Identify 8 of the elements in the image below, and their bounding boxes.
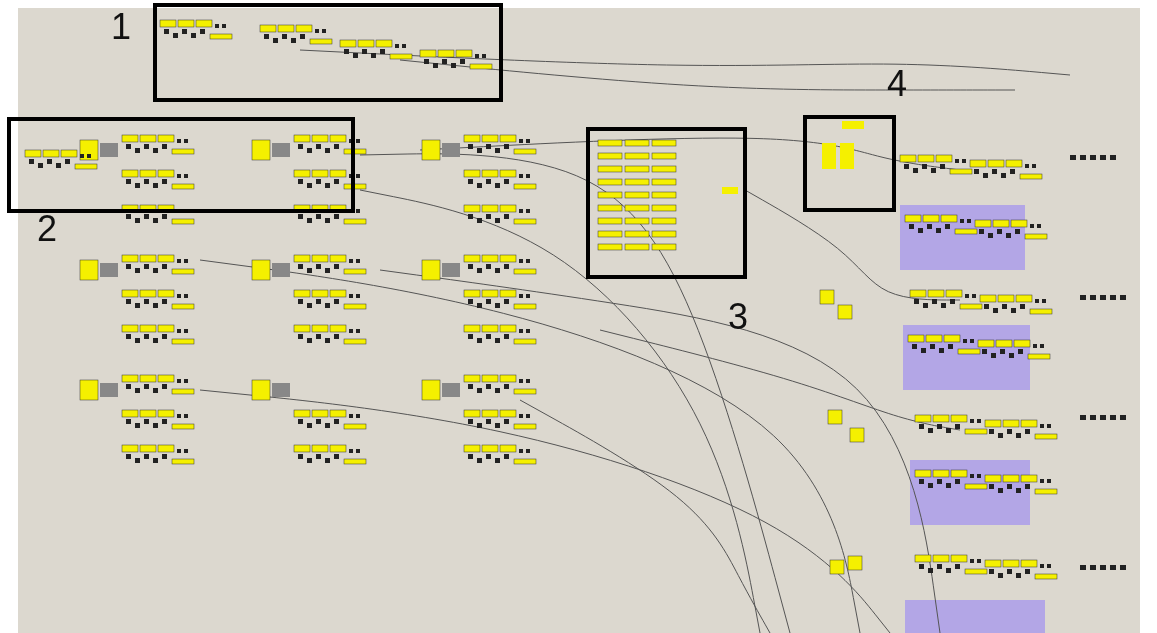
callout-number: 2 [37, 211, 58, 247]
callout-number: 3 [728, 299, 749, 335]
callout-number: 1 [111, 9, 132, 45]
highlight-frame [7, 117, 355, 213]
highlight-frame [586, 127, 747, 279]
callout-number: 4 [887, 66, 908, 102]
highlight-frame [803, 115, 896, 212]
highlight-frame [153, 3, 503, 102]
